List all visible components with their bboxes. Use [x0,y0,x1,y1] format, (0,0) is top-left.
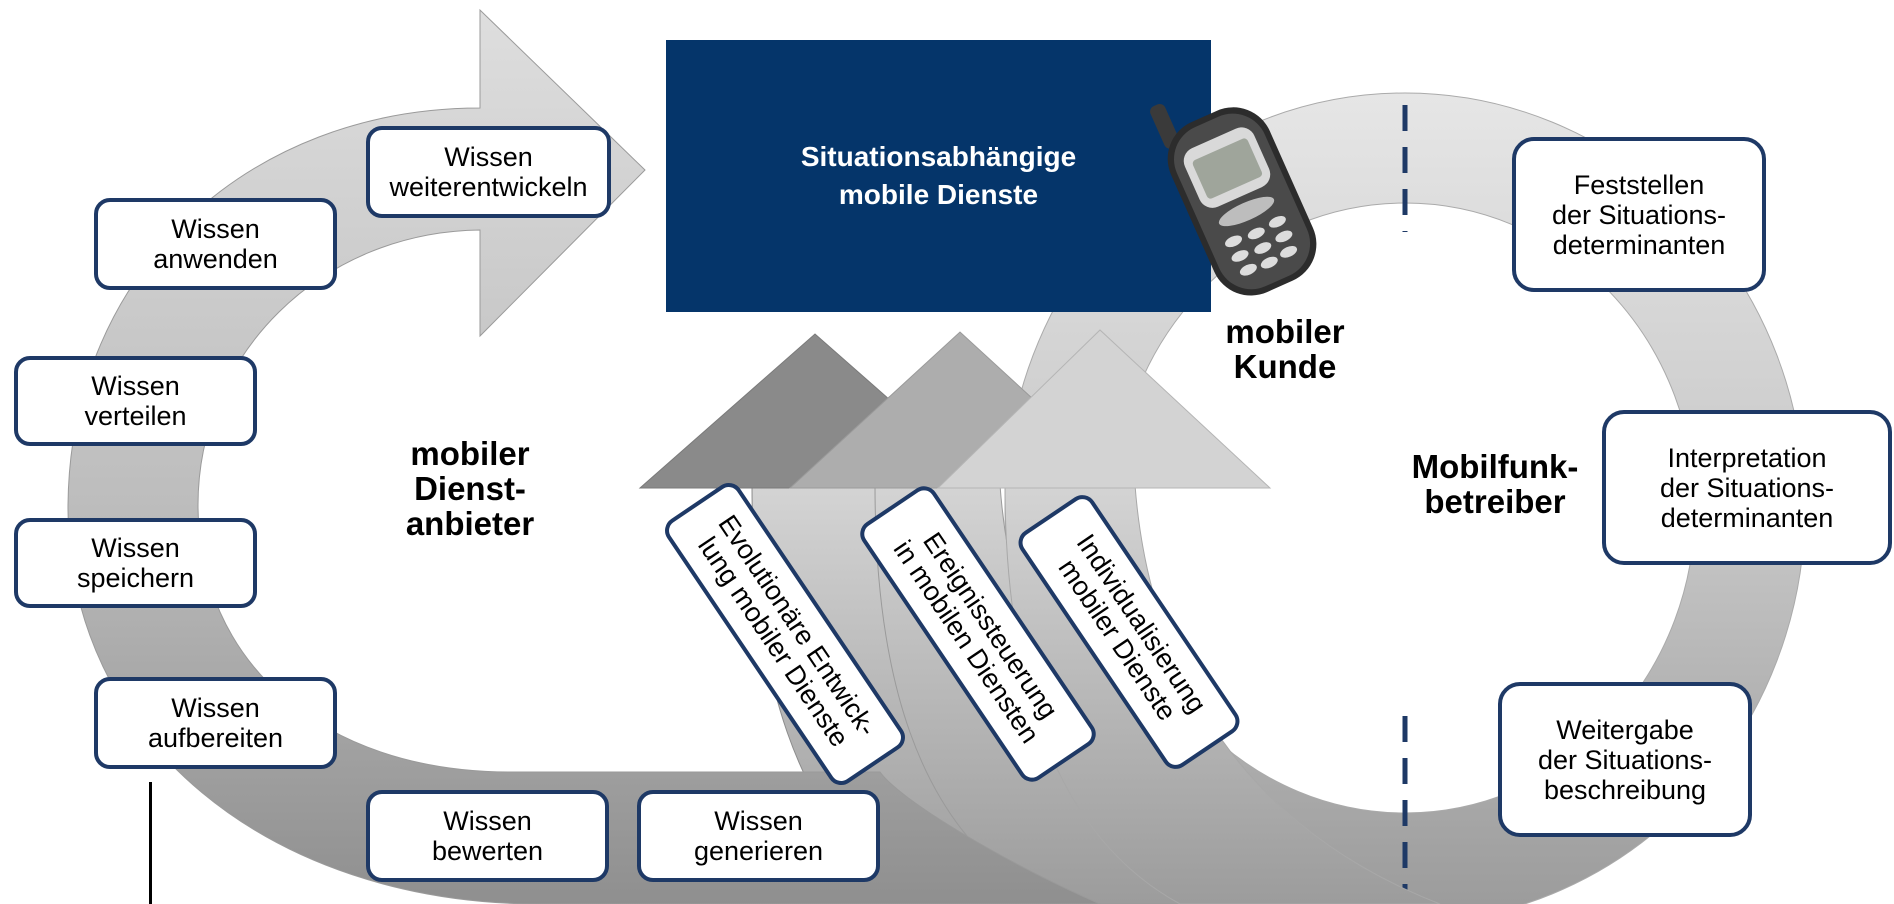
center-box-title: Situationsabhängige mobile Dienste [666,40,1211,312]
mobile-phone-icon [1150,103,1317,296]
right-cycle-label: Mobilfunk- betreiber [1411,448,1579,520]
step-interpretation: Interpretation der Situations- determina… [1602,410,1892,565]
step-wissen-generieren: Wissen generieren [637,790,880,882]
step-wissen-aufbereiten: Wissen aufbereiten [94,677,337,769]
left-cycle-label: mobiler Dienst- anbieter [405,435,535,542]
step-weitergabe: Weitergabe der Situations- beschreibung [1498,682,1752,837]
step-feststellen: Feststellen der Situations- determinante… [1512,137,1766,292]
customer-label: mobiler Kunde [1225,313,1345,385]
step-wissen-verteilen: Wissen verteilen [14,356,257,446]
connector-line [149,782,152,904]
step-wissen-bewerten: Wissen bewerten [366,790,609,882]
flow-arrow-3-head [936,329,1272,489]
step-wissen-weiterentwickeln: Wissen weiterentwickeln [366,126,611,218]
step-wissen-speichern: Wissen speichern [14,518,257,608]
step-wissen-anwenden: Wissen anwenden [94,198,337,290]
